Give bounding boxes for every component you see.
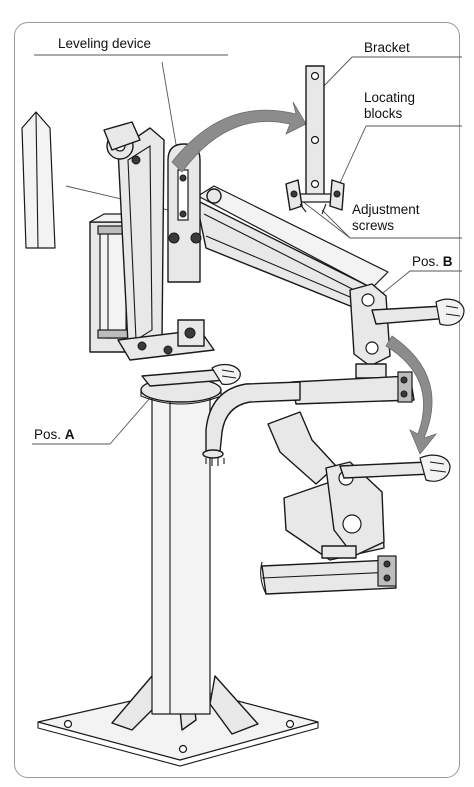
- detail-hand: [419, 454, 451, 482]
- leveling-device-screw: [179, 210, 187, 218]
- hand-pos-b: [435, 298, 465, 326]
- hand-pos-a: [211, 363, 241, 385]
- label-bracket: Bracket: [364, 40, 410, 56]
- locating-block-screw: [290, 190, 298, 198]
- detail-handle-bar: [339, 461, 433, 479]
- detail-beam: [261, 559, 397, 595]
- hand-pos-b-fingers: [445, 305, 461, 317]
- support-column: [151, 391, 211, 715]
- arm-pivot: [206, 188, 222, 204]
- label-bracket-text: Bracket: [364, 40, 410, 55]
- main-arm-edge: [205, 235, 377, 309]
- column-flange-edge: [140, 390, 222, 405]
- leader-locating-blocks-drop: [339, 125, 367, 184]
- bracket-hole: [310, 71, 320, 81]
- label-locating-blocks-line2: blocks: [364, 106, 403, 121]
- leveling-knob: [168, 232, 180, 244]
- detail-beam-break: [260, 561, 267, 595]
- beam-end-block: [397, 371, 413, 403]
- label-adjustment-screws-line1: Adjustment: [352, 202, 420, 217]
- base-plate-edge: [37, 722, 319, 767]
- beam-end-bolt: [400, 390, 408, 398]
- leveling-device-screw: [179, 174, 187, 182]
- leader-lines: [32, 54, 462, 445]
- lower-hub-bolt: [184, 327, 196, 339]
- bracket-hole: [310, 135, 320, 145]
- hand-pos-a-fingers: [221, 369, 237, 379]
- leveling-knob: [190, 232, 202, 244]
- beam-end-bolt: [400, 376, 408, 384]
- leader-bracket-drop: [321, 56, 353, 89]
- pivot-bolt: [131, 155, 141, 165]
- leader-adjustment-screws-a: [301, 200, 351, 239]
- detail-arm-housing: [325, 461, 385, 557]
- arm-end-pivot: [361, 293, 375, 307]
- label-adjustment-screws: Adjustment screws: [352, 202, 420, 234]
- detail-beam-end: [377, 555, 397, 587]
- horizontal-beam: [291, 375, 415, 405]
- label-locating-blocks: Locating blocks: [364, 90, 415, 122]
- hook-arm-foot: [202, 449, 224, 459]
- detail-beam-bolt: [383, 574, 391, 582]
- leveling-cover: [21, 111, 56, 249]
- leader-adjustment-screws-b: [321, 209, 351, 239]
- label-leveling-device: Leveling device: [58, 36, 151, 52]
- detail-arm-fragment: [267, 411, 337, 485]
- base-bolt: [178, 744, 188, 754]
- label-pos-a: Pos. A: [34, 427, 75, 443]
- leveling-cover-edge: [35, 111, 39, 249]
- diagram-frame: [14, 22, 460, 778]
- label-pos-b: Pos. B: [412, 254, 453, 270]
- lower-coupling: [355, 363, 387, 379]
- leader-pos-b-drop: [377, 270, 411, 298]
- base-bolt: [63, 719, 73, 729]
- label-pos-b-letter: B: [442, 254, 453, 269]
- swivel-bolt: [137, 341, 147, 351]
- main-arm-top: [197, 185, 389, 289]
- label-pos-a-letter: A: [64, 427, 75, 442]
- hook-arm-pins: [205, 458, 225, 466]
- detail-hand-fingers: [429, 461, 447, 473]
- swivel-bolt: [163, 345, 173, 355]
- label-adjustment-screws-line2: screws: [352, 218, 395, 233]
- locating-block-screw: [333, 190, 341, 198]
- base-gusset-right: [209, 675, 259, 735]
- arm-end-bracket: [349, 283, 391, 367]
- main-arm-edge: [203, 213, 375, 301]
- detail-coupling: [321, 545, 357, 559]
- base-bolt: [285, 719, 295, 729]
- top-linkage: [103, 121, 141, 151]
- detail-pivot: [342, 514, 362, 534]
- label-leveling-device-text: Leveling device: [58, 36, 152, 51]
- vertical-frame-slot: [127, 145, 153, 341]
- label-pos-a-prefix: Pos.: [34, 427, 62, 442]
- detail-beam-bolt: [383, 560, 391, 568]
- bracket-hole: [310, 179, 320, 189]
- adjustment-screw: [299, 203, 307, 213]
- label-locating-blocks-line1: Locating: [364, 90, 416, 105]
- curved-arrow-down: [385, 335, 438, 455]
- label-pos-b-prefix: Pos.: [412, 254, 440, 269]
- arm-end-pivot: [365, 341, 379, 355]
- detail-beam-edge: [261, 571, 395, 579]
- leader-pos-a-drop: [109, 397, 151, 445]
- adjustment-screw: [321, 203, 327, 215]
- bracket-plate: [305, 65, 325, 197]
